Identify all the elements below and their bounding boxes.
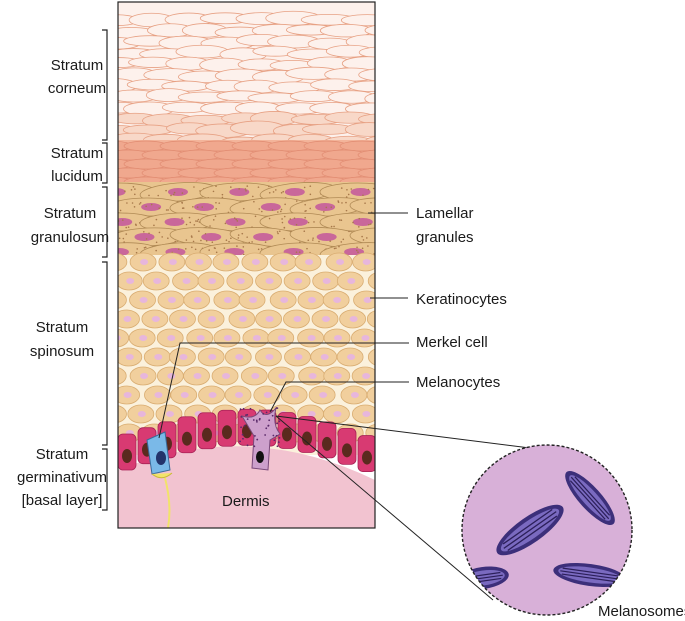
layer-label-granulosum: Stratum granulosum [31,205,109,246]
skin-panel: Dermis [118,2,375,528]
svg-text:corneum: corneum [48,80,106,97]
callout-merkel-cell: Merkel cell [416,334,488,351]
layer-brackets [102,29,108,511]
callout-melanosomes: Melanosomes [598,603,685,620]
melanosome-magnification [461,444,633,616]
svg-text:germinativum: germinativum [17,469,107,486]
svg-text:Stratum: Stratum [51,57,104,74]
svg-text:Stratum: Stratum [36,446,89,463]
svg-text:Lamellar: Lamellar [416,205,474,222]
melanosome [565,470,615,526]
magnify-line-bottom [275,415,494,601]
svg-text:Stratum: Stratum [51,145,104,162]
corneum-cells [118,10,375,149]
callout-melanocytes: Melanocytes [416,374,500,391]
magnify-line-top [275,415,571,454]
dermis-region [118,446,375,528]
melanocytes-leader [269,381,409,413]
svg-text:granules: granules [416,229,474,246]
layer-label-lucidum: Stratum lucidum [51,145,104,185]
svg-text:granulosum: granulosum [31,229,109,246]
svg-text:lucidum: lucidum [51,168,103,185]
granulosum-cells [118,182,375,262]
melanosome [553,562,627,588]
svg-text:spinosum: spinosum [30,343,94,360]
merkel-leader [158,342,409,439]
svg-text:Stratum: Stratum [44,205,97,222]
callout-keratinocytes: Keratinocytes [416,291,507,308]
dermis-label: Dermis [222,493,270,510]
lucidum-cells [118,140,375,188]
merkel-cell [146,431,173,528]
melanosomes-cluster [462,470,627,590]
layer-label-germinativum: Stratum germinativum [basal layer] [17,446,107,509]
svg-text:Stratum: Stratum [36,319,89,336]
melanosome [496,504,564,556]
skin-panel-border [117,1,376,529]
layer-label-spinosum: Stratum spinosum [30,319,94,360]
callout-lines [158,212,571,601]
svg-text:[basal layer]: [basal layer] [22,492,103,509]
layer-label-corneum: Stratum corneum [48,57,106,97]
callout-lamellar-granules: Lamellar granules [416,205,474,246]
